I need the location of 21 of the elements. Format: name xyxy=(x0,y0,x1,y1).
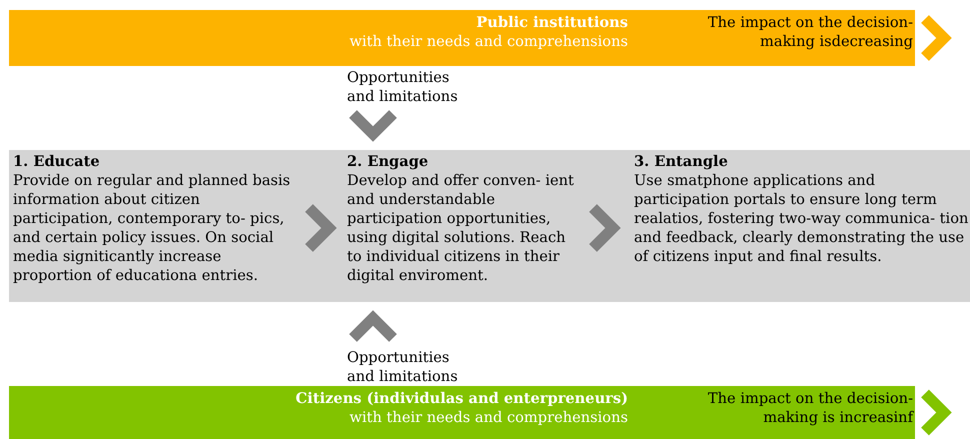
stage-heading: 1. Educate xyxy=(13,152,101,171)
edge-label: Opportunities and limitations xyxy=(347,348,459,386)
band-subtitle: with their needs and comprehensions xyxy=(348,408,628,427)
band-heading: Citizens (individulas and enterpreneurs) xyxy=(294,389,628,408)
edge-label: Opportunities and limitations xyxy=(347,68,459,106)
stage-description: Develop and offer conven- ient and understandable participation opportunities, using digital solutions. Reach to individual citizens in their digital enviroment. xyxy=(347,171,575,285)
chevron-arrow xyxy=(589,204,621,252)
chevron-arrow xyxy=(305,204,337,252)
band-heading: Public institutions xyxy=(475,13,628,32)
band-panel xyxy=(9,386,915,439)
stage-panel xyxy=(9,150,970,302)
stage-heading: 2. Engage xyxy=(347,152,430,171)
stage-description: Provide on regular and planned basis information about citizen participation, contemporary to- pics, and certain policy issues. On social media signiticantly increase proportion of educationa entries. xyxy=(13,171,292,285)
chevron-arrow xyxy=(349,110,397,142)
stage-heading: 3. Entangle xyxy=(634,152,729,171)
impact-note: The impact on the decision-making is increasinf xyxy=(706,389,913,427)
band-panel xyxy=(9,10,915,66)
stage-description: Use smatphone applications and participation portals to ensure long term realatios, fostering two-way communica- tion and feedback, clearly demonstrating the use of citizens input and final results. xyxy=(634,171,970,266)
impact-note: The impact on the decision-making isdecreasing xyxy=(706,13,913,51)
chevron-arrow xyxy=(349,310,397,342)
band-subtitle: with their needs and comprehensions xyxy=(348,32,628,51)
